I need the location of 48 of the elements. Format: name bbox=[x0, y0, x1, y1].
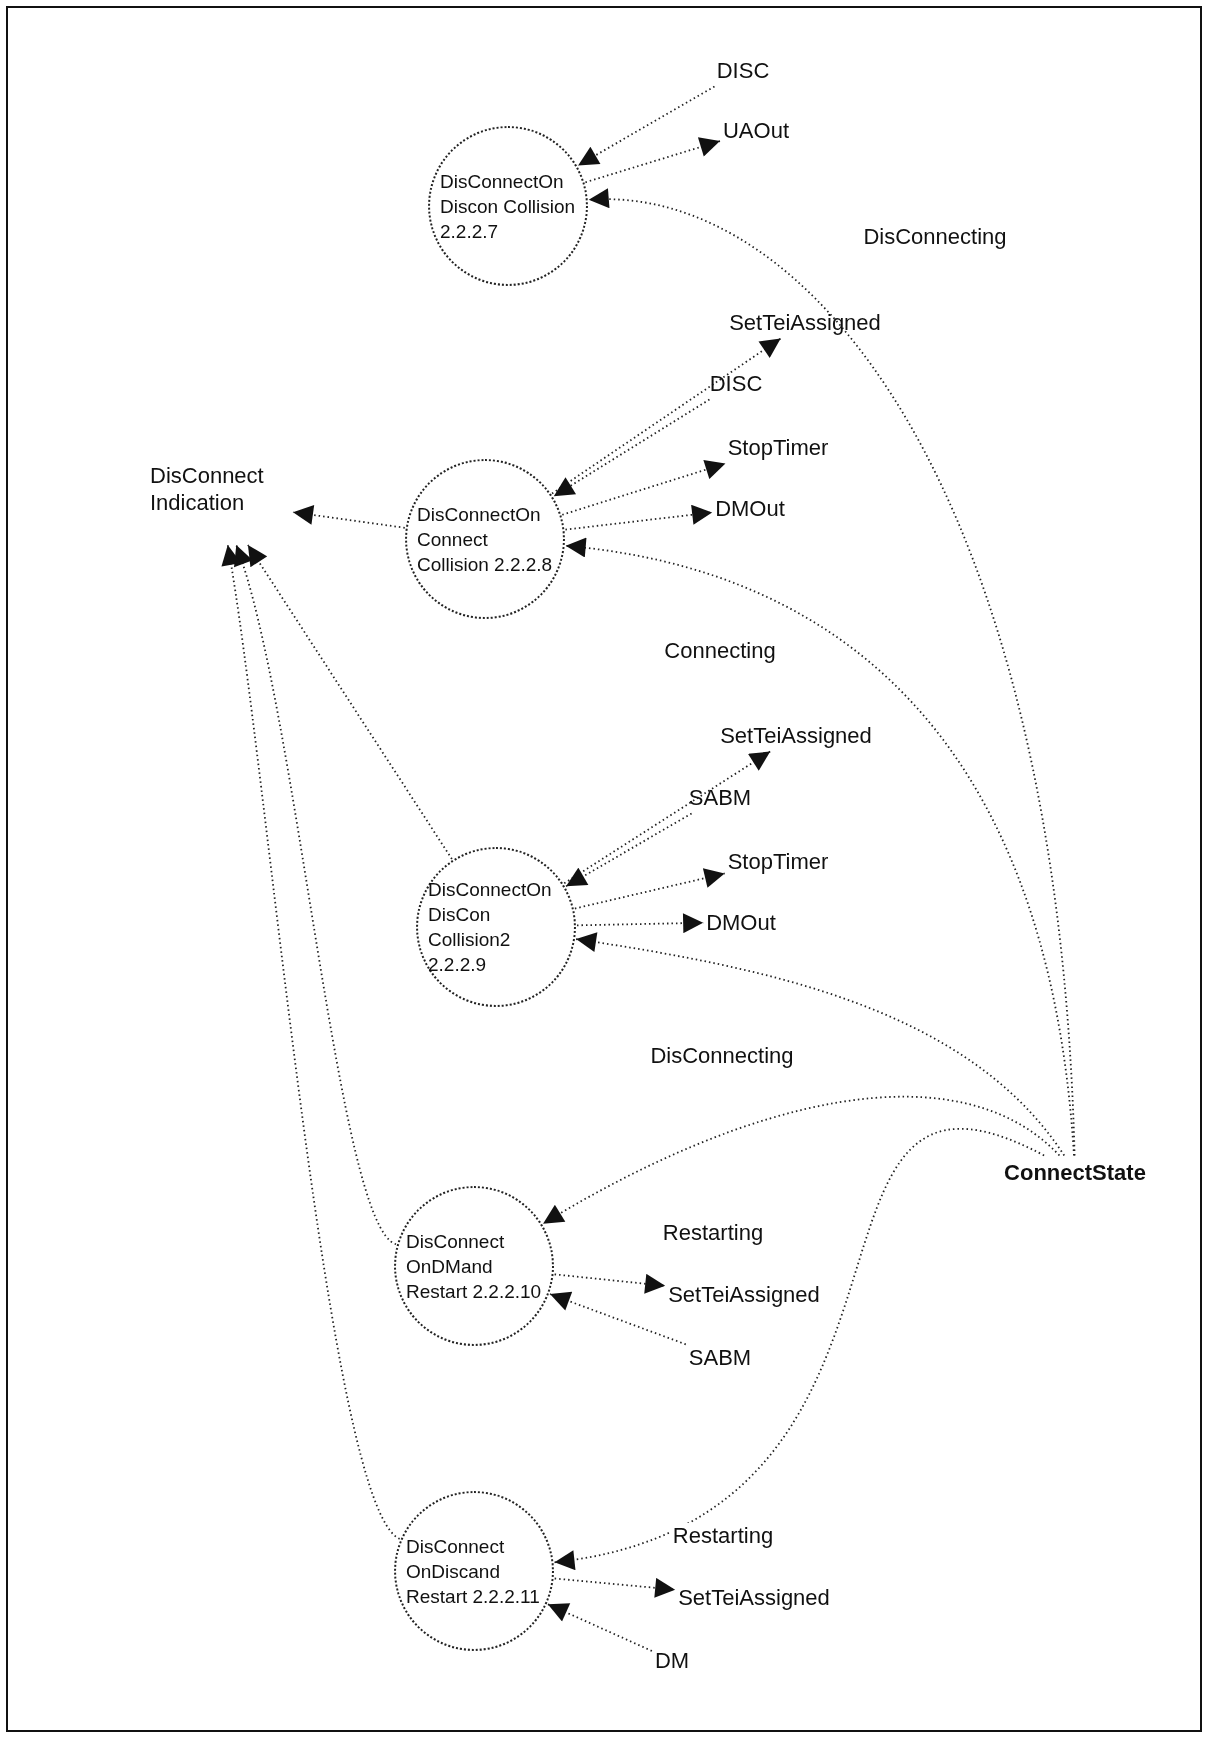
signal-label: DisConnect Indication bbox=[150, 462, 290, 542]
dotted-arrow bbox=[564, 504, 714, 531]
signal-label: SetTeiAssigned bbox=[729, 308, 881, 336]
dotted-arrow bbox=[577, 85, 716, 167]
dotted-arrow bbox=[563, 750, 772, 885]
state-name: DisConnect OnDMand Restart 2.2.2.10 bbox=[406, 1229, 542, 1304]
signal-label: StopTimer bbox=[727, 433, 829, 461]
state-circle bbox=[416, 847, 576, 1007]
dotted-arrow bbox=[576, 913, 705, 934]
signal-label: DISC bbox=[716, 56, 770, 84]
dotted-arrow bbox=[553, 1130, 1045, 1568]
dotted-arrow bbox=[292, 505, 406, 529]
dotted-arrow bbox=[552, 398, 711, 498]
dotted-arrow bbox=[549, 1291, 687, 1346]
state-circle bbox=[428, 126, 588, 286]
signal-label: DM bbox=[654, 1646, 690, 1674]
state-name: DisConnectOn DisCon Collision2 2.2.2.9 bbox=[428, 878, 553, 977]
dotted-arrow bbox=[551, 337, 782, 495]
dotted-arrow bbox=[547, 1603, 653, 1652]
dotted-arrow bbox=[565, 812, 693, 888]
state-circle bbox=[394, 1491, 554, 1651]
signal-label: DMOut bbox=[715, 494, 785, 522]
signal-label: DMOut bbox=[706, 908, 776, 936]
state-name: DisConnectOn Discon Collision 2.2.2.7 bbox=[440, 169, 576, 244]
dotted-arrow bbox=[553, 1577, 677, 1598]
signal-label: SABM bbox=[688, 1343, 752, 1371]
dotted-arrow bbox=[573, 868, 726, 910]
dotted-arrow bbox=[575, 932, 1066, 1157]
signal-label: SABM bbox=[688, 783, 752, 811]
state-circle bbox=[405, 459, 565, 619]
dotted-arrow bbox=[584, 137, 721, 184]
signal-label: UAOut bbox=[723, 116, 789, 144]
dotted-arrow bbox=[561, 459, 727, 516]
signal-label: DISC bbox=[709, 369, 763, 397]
state-name: DisConnect OnDiscand Restart 2.2.2.11 bbox=[406, 1534, 541, 1609]
state-circle bbox=[394, 1186, 554, 1346]
dotted-arrow bbox=[247, 544, 453, 860]
signal-label: SetTeiAssigned bbox=[678, 1583, 830, 1611]
state-label: ConnectState bbox=[1004, 1158, 1146, 1186]
signal-label: SetTeiAssigned bbox=[668, 1280, 820, 1308]
signal-label: StopTimer bbox=[727, 847, 829, 875]
state-name: DisConnectOn Connect Collision 2.2.2.8 bbox=[417, 502, 553, 577]
dotted-arrow bbox=[553, 1273, 667, 1294]
dotted-arrow bbox=[542, 1096, 1061, 1225]
dotted-arrow bbox=[221, 544, 401, 1540]
dotted-arrow bbox=[564, 538, 1075, 1157]
dotted-arrow bbox=[232, 544, 397, 1246]
signal-label: SetTeiAssigned bbox=[720, 721, 872, 749]
